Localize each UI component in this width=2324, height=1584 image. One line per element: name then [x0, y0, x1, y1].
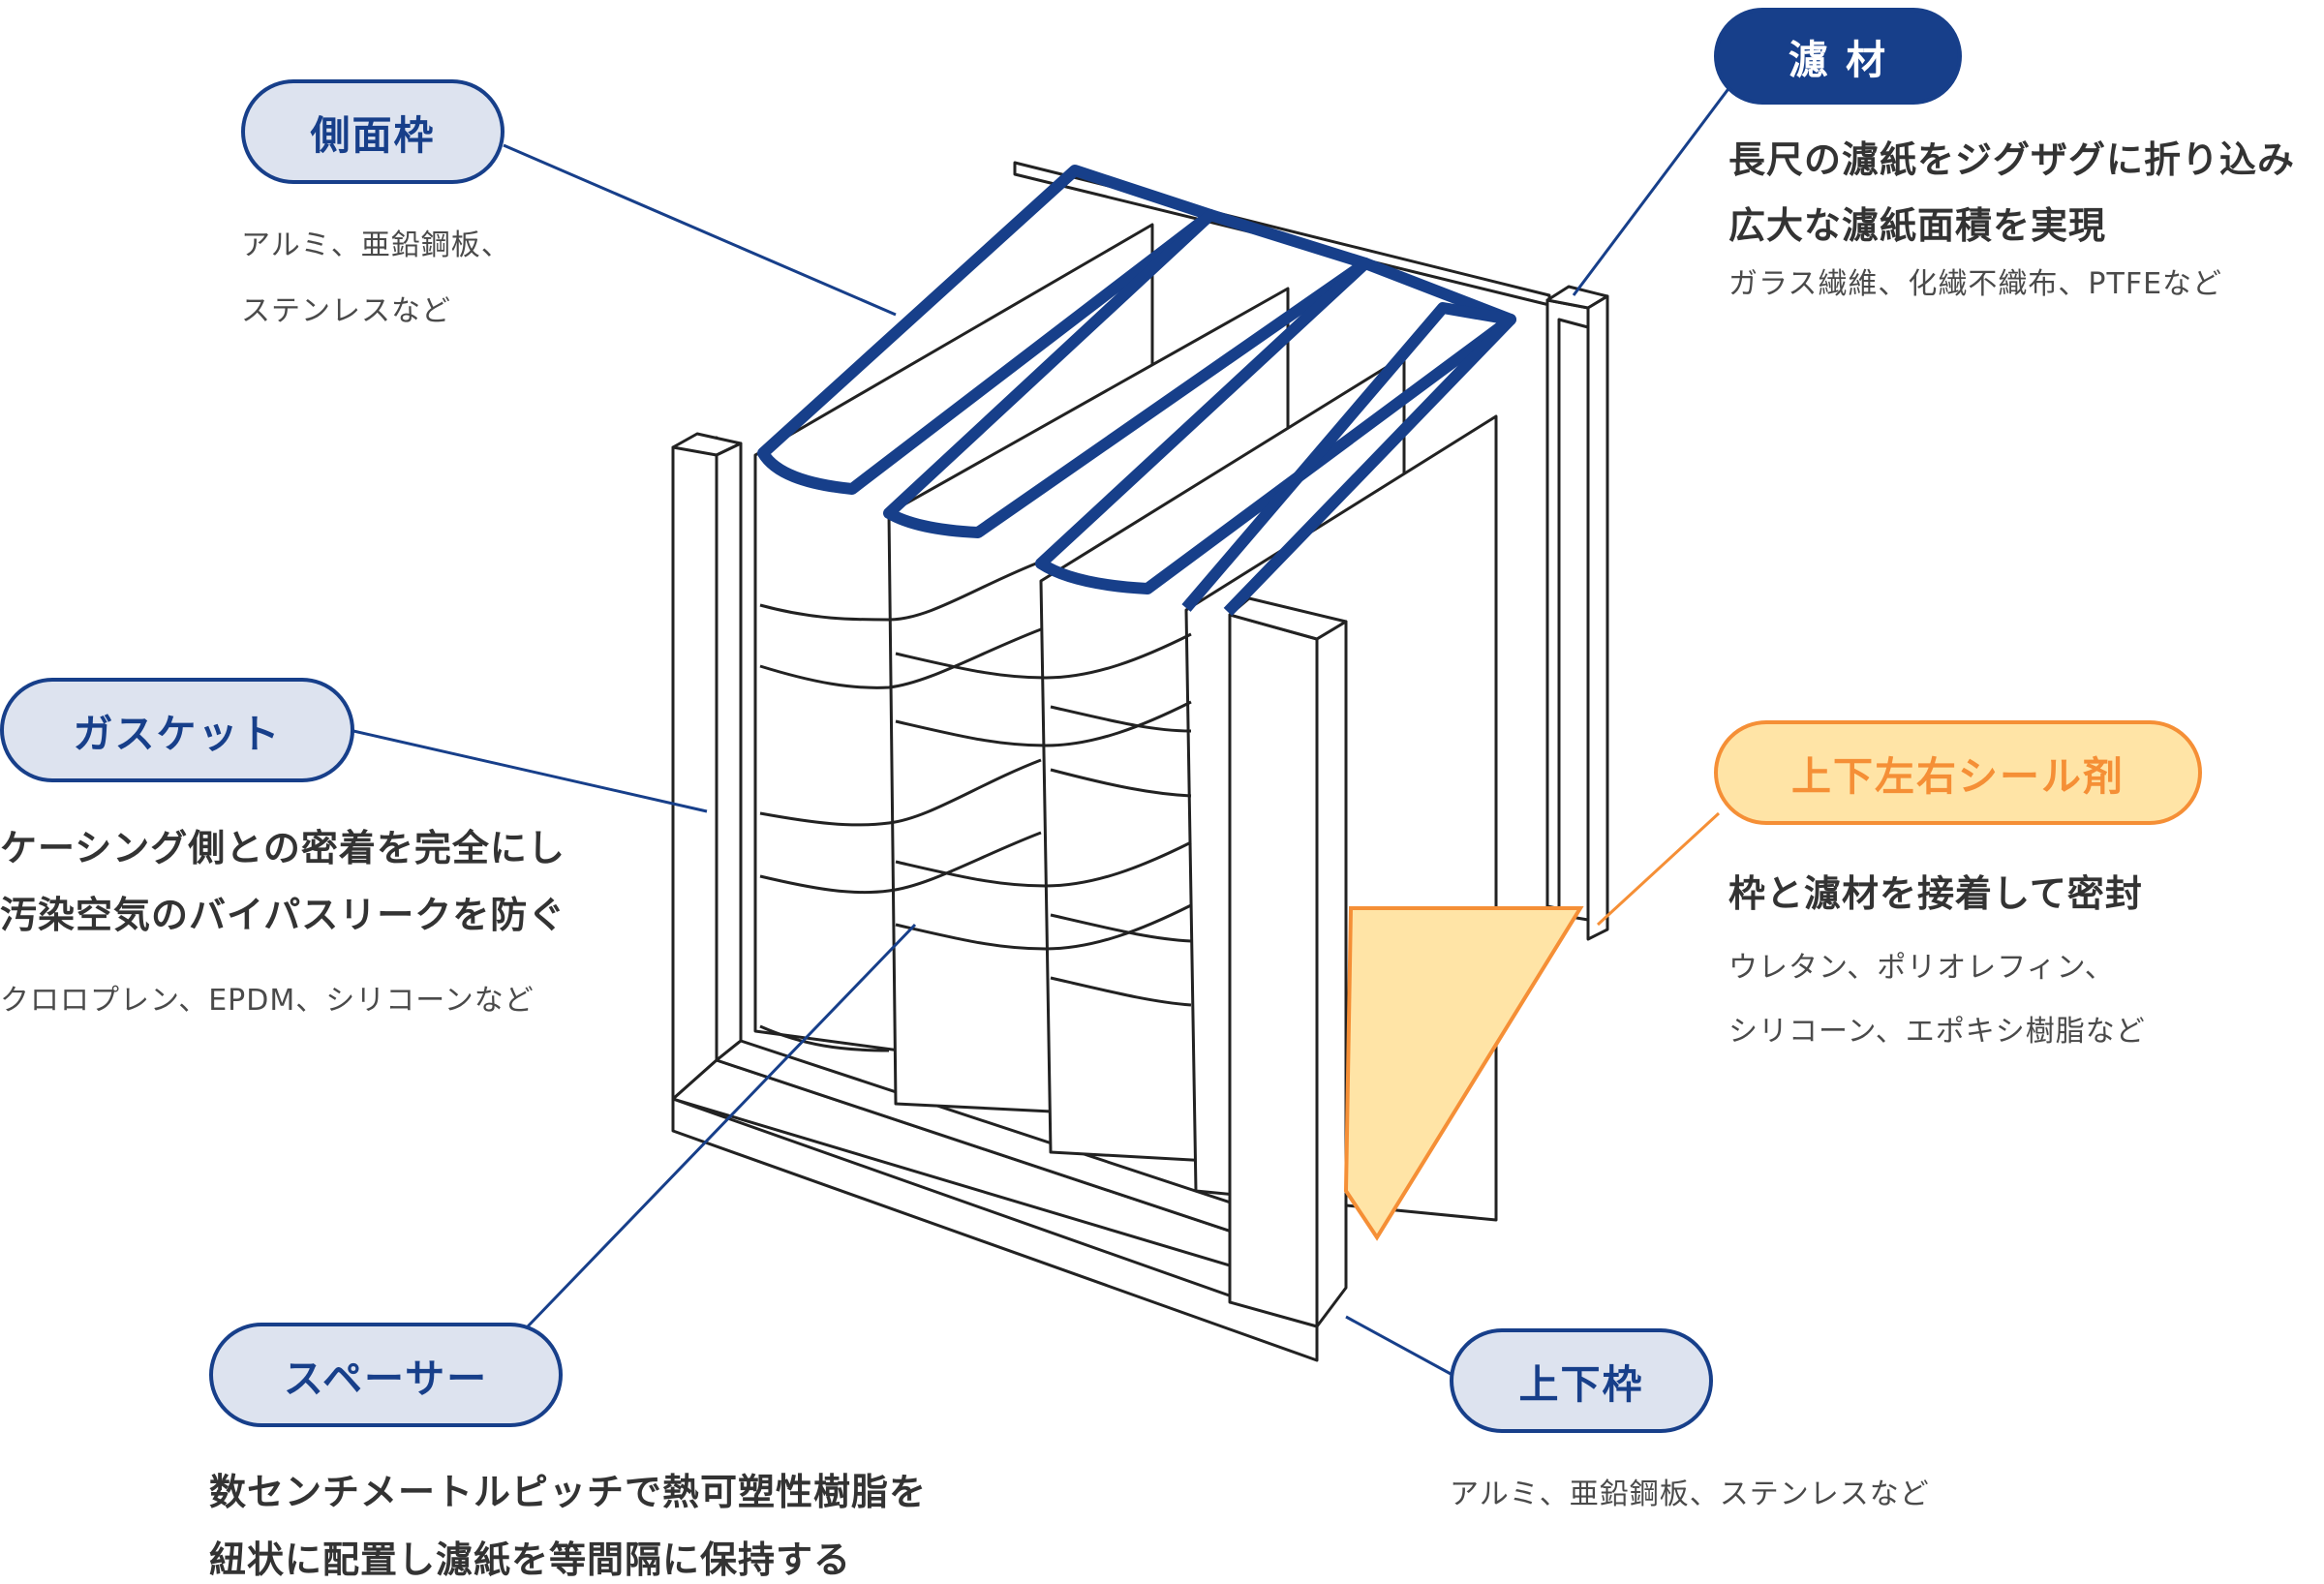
gasket-pill: ガスケット: [0, 678, 354, 782]
media-fold-4: [1181, 302, 1516, 617]
filter-media-desc-1: 長尺の濾紙をジグザグに折り込み: [1728, 138, 2296, 181]
leader-sealant: [1596, 811, 1721, 927]
media-fold-1: [757, 165, 1216, 495]
spacer-thread: [1050, 976, 1192, 1007]
spacer-thread: [1050, 768, 1192, 798]
gasket-desc-2: 汚染空気のバイパスリークを防ぐ: [0, 894, 566, 936]
top-bottom-frame-pill: 上下枠: [1450, 1328, 1713, 1433]
spacer-thread: [759, 1024, 890, 1052]
spacer-thread: [759, 627, 1042, 689]
filter-media-desc-2: 広大な濾紙面積を実現: [1728, 204, 2107, 247]
sealant-materials-1: ウレタン、ポリオレフィン、: [1728, 951, 2115, 985]
left-side-frame: [671, 436, 719, 1101]
side-frame-pill: 側面枠: [241, 79, 505, 184]
spacer-thread: [759, 560, 1042, 622]
gasket-materials: クロロプレン、EPDM、シリコーンなど: [0, 984, 535, 1018]
spacer-desc-1: 数センチメートルピッチで熱可塑性樹脂を: [209, 1471, 928, 1513]
sealant-highlight: [1343, 906, 1584, 1241]
filter-media-pill: 濾 材: [1714, 8, 1962, 105]
spacer-thread: [759, 758, 1042, 827]
sealant-materials-2: シリコーン、エポキシ樹脂など: [1728, 1015, 2146, 1049]
gasket-desc-1: ケーシング側との密着を完全にし: [0, 827, 566, 869]
media-fold-2: [883, 209, 1371, 538]
left-side-frame-face: [715, 442, 743, 1062]
media-fold-3: [1035, 258, 1516, 594]
sealant-desc: 枠と濾材を接着して密封: [1728, 872, 2143, 915]
leader-spacer: [526, 923, 917, 1328]
spacer-desc-2: 紐状に配置し濾紙を等間隔に保持する: [209, 1538, 852, 1581]
spacer-thread: [895, 700, 1192, 747]
spacer-thread: [1050, 705, 1192, 733]
sealant-pill: 上下左右シール剤: [1714, 720, 2202, 825]
bottom-frame-front: [671, 1097, 1319, 1362]
top-bottom-frame-materials: アルミ、亜鉛鋼板、ステンレスなど: [1450, 1477, 1930, 1511]
front-right-frame: [1228, 613, 1319, 1328]
filter-media-materials: ガラス繊維、化繊不織布、PTFEなど: [1728, 267, 2223, 301]
spacer-thread: [1050, 913, 1192, 943]
side-frame-materials-1: アルミ、亜鉛鋼板、: [241, 228, 511, 262]
spacer-thread: [759, 831, 1042, 895]
side-frame-materials-2: ステンレスなど: [241, 294, 451, 328]
spacer-pill: スペーサー: [209, 1323, 563, 1427]
leader-filter-media: [1572, 81, 1735, 296]
leader-gasket: [352, 729, 708, 813]
back-right-lip: [1586, 294, 1609, 941]
spacer-thread: [895, 903, 1192, 951]
spacer-thread: [895, 632, 1192, 680]
back-right-lip-2: [1557, 318, 1590, 922]
leader-side-frame: [503, 143, 897, 317]
spacer-thread: [895, 840, 1192, 888]
front-right-frame-side: [1315, 620, 1348, 1328]
leader-top-bottom-frame: [1345, 1315, 1453, 1377]
